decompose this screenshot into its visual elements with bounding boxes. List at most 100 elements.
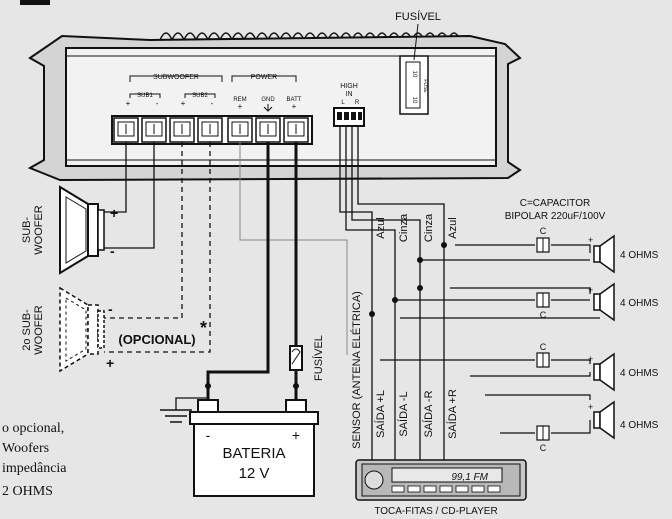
sub-woofer-label-line2: WOOFER xyxy=(33,205,45,255)
terminal-sub2-minus xyxy=(197,117,223,143)
side-note-line1: o opcional, xyxy=(2,421,64,436)
battery-minus: - xyxy=(206,427,211,443)
cropped-heading-fragment xyxy=(20,0,50,5)
speaker-3-ohms: 4 OHMS xyxy=(620,368,659,379)
speaker-1-ohms: 4 OHMS xyxy=(620,250,659,261)
head-unit-display: 99,1 FM xyxy=(451,472,488,483)
subwoofer-2: - + xyxy=(59,286,114,373)
fuse-label: FUSE xyxy=(422,79,428,93)
high-in-label-2: IN xyxy=(346,91,353,98)
sub2-plus: + xyxy=(181,99,186,108)
power-group-label: POWER xyxy=(251,74,277,81)
speaker-3: + xyxy=(588,352,615,392)
sub1-label: SUB1 xyxy=(137,93,153,99)
capacitor-3-label: C xyxy=(540,342,547,352)
gnd-label: GND xyxy=(261,97,275,103)
ground-arrow-icon xyxy=(263,104,273,112)
high-in-r: R xyxy=(355,100,360,106)
side-note: o opcional, Woofers impedância 2 OHMS xyxy=(2,421,67,499)
capacitor-2-label: C xyxy=(540,310,547,320)
terminal-gnd xyxy=(255,117,281,143)
optional-asterisk: * xyxy=(200,318,207,338)
speaker-3-plus: + xyxy=(588,354,593,364)
output-plus-r: SAÍDA +R xyxy=(446,389,459,439)
subwoofer-1: + - xyxy=(59,185,118,275)
ground-icon xyxy=(160,409,192,423)
junction-5 xyxy=(369,311,375,317)
inline-fuse-label: FUSÍVEL xyxy=(312,335,325,381)
sub2-label: SUB2 xyxy=(192,93,208,99)
fuse-10-bottom: 10 xyxy=(411,97,417,104)
battery-label-line1: BATERIA xyxy=(222,445,285,462)
sub2-minus: - xyxy=(211,99,214,108)
junction-2 xyxy=(441,242,447,248)
capacitor-3 xyxy=(536,352,550,368)
speaker-2: + xyxy=(588,282,615,322)
junction-3 xyxy=(392,297,398,303)
capacitor-1 xyxy=(536,237,550,253)
capacitor-note-line2: BIPOLAR 220uF/100V xyxy=(505,211,606,222)
junction-1 xyxy=(417,257,423,263)
sub2-plus-mark: + xyxy=(106,355,114,371)
capacitor-2 xyxy=(536,292,550,308)
sensor-label: SENSOR (ANTENA ELÉTRICA) xyxy=(350,291,363,449)
output-plus-l: SAÍDA +L xyxy=(374,390,387,438)
wire-color-cinza-1: Cinza xyxy=(398,213,410,242)
speaker-wiring xyxy=(380,244,600,434)
wire-color-cinza-2: Cinza xyxy=(423,213,435,242)
junction-4 xyxy=(417,285,423,291)
sub-woofer-label-line1: SUB- xyxy=(21,217,33,244)
battery-label-line2: 12 V xyxy=(239,465,270,482)
fuse-10-top: 10 xyxy=(411,71,417,78)
rem-label: REM xyxy=(233,97,246,103)
head-unit-caption: TOCA-FITAS / CD-PLAYER xyxy=(374,506,497,517)
sub1-plus: + xyxy=(126,99,131,108)
batt-label: BATT xyxy=(287,97,302,103)
side-note-line3: impedância xyxy=(2,461,67,476)
inline-fuse xyxy=(289,345,303,371)
speaker-2-ohms: 4 OHMS xyxy=(620,298,659,309)
side-note-line4: 2 OHMS xyxy=(2,484,53,499)
high-in-label-1: HIGH xyxy=(340,83,358,90)
speaker-2-plus: + xyxy=(588,285,593,295)
output-minus-r: SAÍDA -R xyxy=(422,390,435,437)
speaker-1: + xyxy=(588,234,615,274)
wires xyxy=(104,126,445,470)
rem-plus: + xyxy=(238,102,243,111)
wire-color-azul-2: Azul xyxy=(447,217,459,238)
control-knob-icon xyxy=(364,470,384,490)
second-sub-woofer-label-line2: WOOFER xyxy=(33,305,45,355)
speaker-1-plus: + xyxy=(588,235,593,245)
output-minus-l: SAÍDA -L xyxy=(397,391,410,436)
capacitor-4 xyxy=(536,425,550,441)
terminal-sub1-minus xyxy=(141,117,167,143)
head-unit: 99,1 FM xyxy=(355,459,527,501)
display-panel xyxy=(391,467,503,483)
amplifier: SUBWOOFER POWER SUB1 SUB2 + - + - REM + … xyxy=(27,32,522,182)
sub1-minus-mark: - xyxy=(110,243,115,259)
terminal-row xyxy=(113,117,309,143)
terminal-rem xyxy=(227,117,253,143)
batt-plus: + xyxy=(292,102,297,111)
speaker-4: + xyxy=(588,400,615,440)
terminal-sub2-plus xyxy=(169,117,195,143)
preset-buttons xyxy=(391,485,501,493)
optional-label: (OPCIONAL) xyxy=(118,332,195,347)
terminal-sub1-plus xyxy=(113,117,139,143)
capacitor-note-line1: C=CAPACITOR xyxy=(520,198,590,209)
sub1-plus-mark: + xyxy=(110,205,118,221)
speaker-4-ohms: 4 OHMS xyxy=(620,420,659,431)
capacitor-4-label: C xyxy=(540,443,547,453)
sub2-minus-mark: - xyxy=(108,301,113,317)
terminal-batt xyxy=(283,117,309,143)
sub-woofer-label: SUB- WOOFER xyxy=(21,205,45,255)
fuse-holder xyxy=(399,55,429,115)
side-note-line2: Woofers xyxy=(2,441,49,456)
second-sub-woofer-label-line1: 2o SUB- xyxy=(21,309,33,351)
capacitor-1-label: C xyxy=(540,226,547,236)
battery-plus: + xyxy=(292,427,300,443)
top-fuse-label: FUSÍVEL xyxy=(395,10,441,23)
battery: - + BATERIA 12 V xyxy=(189,399,319,497)
high-in-l: L xyxy=(341,100,345,106)
